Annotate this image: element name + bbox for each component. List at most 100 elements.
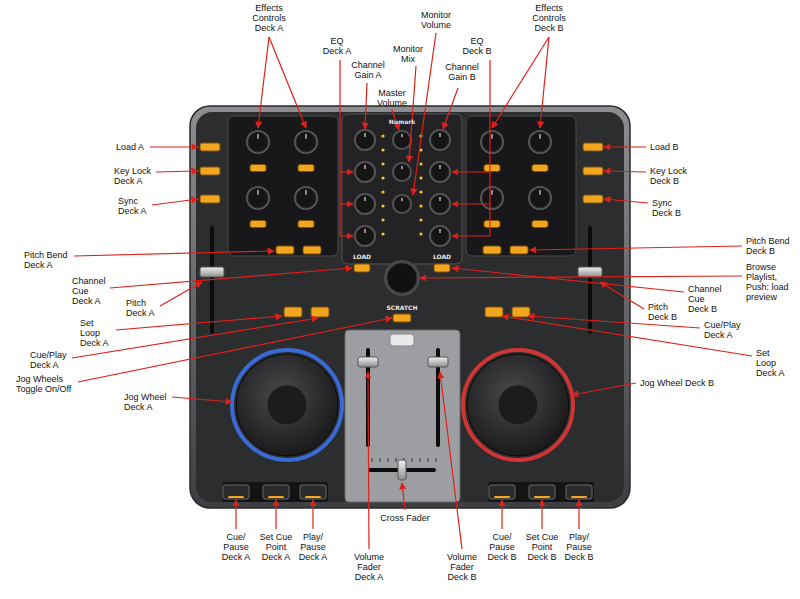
callout-label: Effects Controls Deck A — [248, 3, 290, 33]
amber-button — [298, 165, 314, 172]
deck-b-panel — [466, 116, 576, 256]
knob-ring — [354, 161, 376, 183]
transport-button — [223, 485, 249, 499]
leader-line — [150, 146, 198, 147]
leader-line — [110, 268, 352, 288]
rotary-knob — [296, 188, 316, 208]
leader-line — [368, 372, 369, 549]
callout-label: Set Loop Deck A — [756, 348, 790, 378]
leader-line — [402, 483, 405, 510]
vu-led — [419, 218, 422, 221]
rotary-knob — [394, 164, 410, 180]
callout-label: Cue/Play Deck A — [704, 320, 746, 340]
callout-label: Cue/Play Deck A — [30, 350, 72, 370]
fader-slot — [588, 228, 592, 332]
amber-button — [434, 264, 450, 272]
jog-wheel-ring — [463, 350, 573, 460]
leader-line — [340, 203, 353, 204]
leader-line — [489, 60, 490, 236]
rotary-knob — [394, 132, 410, 148]
leader-line — [269, 37, 306, 128]
transport-led — [534, 496, 550, 498]
knob-pointer — [439, 133, 440, 137]
rotary-knob — [431, 163, 449, 181]
knob-pointer — [257, 190, 258, 195]
leader-line — [340, 171, 353, 172]
rotary-knob — [356, 227, 374, 245]
callout-label: EQ Deck A — [322, 36, 352, 56]
callout-label: Cue/ Pause Deck B — [486, 532, 518, 562]
fader-tick — [428, 458, 429, 462]
rotary-knob — [482, 188, 502, 208]
leader-line — [275, 500, 276, 529]
transport-button — [263, 485, 289, 499]
leader-line — [452, 235, 490, 236]
browse-knob — [387, 263, 417, 293]
knob-pointer — [364, 229, 365, 233]
knob-pointer — [401, 134, 402, 137]
knob-ring — [480, 130, 504, 154]
deck-a-panel — [228, 116, 338, 256]
vu-led — [419, 204, 422, 207]
callout-label: Jog Wheel Deck B — [640, 378, 724, 388]
jog-wheel — [236, 354, 338, 456]
knob-ring — [392, 194, 412, 214]
leader-line — [502, 316, 752, 356]
knob-pointer — [491, 134, 492, 139]
leader-line — [420, 276, 742, 278]
knob-pointer — [305, 190, 306, 195]
leader-line — [156, 171, 198, 172]
leader-line — [604, 171, 646, 172]
knob-ring — [354, 129, 376, 151]
vu-led — [381, 218, 384, 221]
vu-led — [381, 134, 384, 137]
amber-button — [532, 165, 548, 172]
knob-pointer — [364, 197, 365, 201]
amber-button — [200, 143, 220, 151]
amber-button — [532, 221, 548, 228]
volume-fader-knob — [358, 357, 378, 367]
mixer-lower-panel — [345, 330, 460, 502]
amber-button — [276, 246, 294, 254]
rotary-knob — [356, 131, 374, 149]
amber-button — [485, 307, 503, 317]
knob-pointer — [364, 133, 365, 137]
rotary-knob — [248, 132, 268, 152]
mixer-panel — [342, 114, 462, 264]
fader-tick — [436, 458, 437, 462]
callout-label: Play/ Pause Deck A — [297, 532, 329, 562]
cross-fader-knob — [398, 460, 406, 480]
vu-led — [381, 176, 384, 179]
leader-line — [312, 500, 313, 529]
leader-line — [452, 171, 490, 172]
knob-ring — [392, 162, 412, 182]
leader-line — [340, 235, 353, 236]
amber-button — [303, 246, 321, 254]
knob-ring — [429, 129, 451, 151]
browse-knob-ring — [384, 260, 420, 296]
transport-button — [529, 485, 555, 499]
transport-button — [489, 485, 515, 499]
leader-line — [604, 199, 648, 203]
jog-wheel-ring — [232, 350, 342, 460]
knob-ring — [528, 130, 552, 154]
vu-led — [381, 162, 384, 165]
knob-ring — [480, 186, 504, 210]
leader-line — [339, 60, 340, 236]
leader-line — [501, 500, 502, 529]
vu-led — [419, 232, 422, 235]
knob-ring — [429, 225, 451, 247]
callout-label: Pitch Bend Deck A — [24, 250, 74, 270]
transport-led — [494, 496, 510, 498]
knob-pointer — [305, 134, 306, 139]
leader-line — [413, 33, 436, 195]
callout-label: Channel Cue Deck A — [72, 276, 108, 306]
amber-button — [298, 221, 314, 228]
jog-wheel-center — [267, 385, 307, 425]
fader-tick — [420, 458, 421, 462]
callout-label: Load A — [116, 142, 152, 152]
callout-label: Pitch Deck B — [648, 302, 680, 322]
callout-label: Jog Wheels Toggle On/Off — [16, 374, 78, 394]
callout-label: Cross Fader — [378, 513, 432, 523]
